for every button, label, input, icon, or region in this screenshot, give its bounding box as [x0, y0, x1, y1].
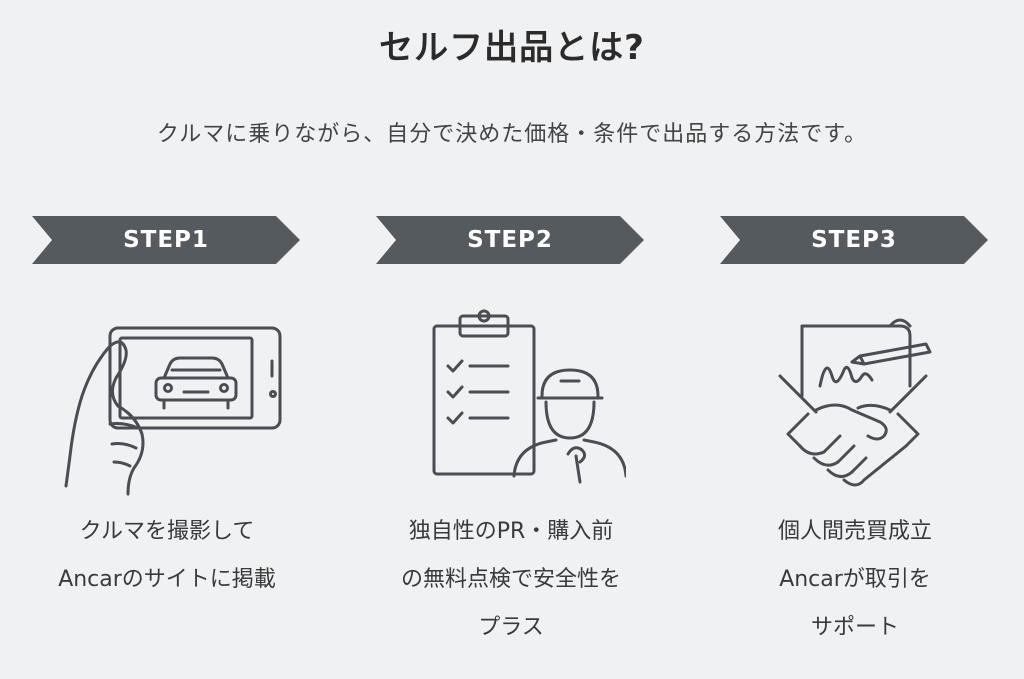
step-3-card: STEP3 [720, 216, 1020, 679]
step-2-banner: STEP2 [376, 216, 644, 264]
hand-phone-car-icon [52, 306, 282, 496]
step-banner-arrow-shape [720, 216, 988, 264]
step-3-description: 個人間売買成立 Ancarが取引を サポート [700, 508, 1010, 652]
step-1-line-2: Ancarのサイトに掲載 [58, 567, 276, 592]
step-2-line-3: プラス [478, 615, 544, 640]
step-3-label: STEP3 [811, 227, 897, 253]
step-3-line-2: Ancarが取引を [779, 567, 931, 592]
step-3-banner: STEP3 [720, 216, 988, 264]
handshake-contract-icon [740, 306, 970, 496]
step-2-description: 独自性のPR・購入前 の無料点検で安全性を プラス [356, 508, 666, 652]
step-2-card: STEP2 独自性のPR・購入前 [376, 216, 676, 679]
step-1-label: STEP1 [123, 227, 209, 253]
step-1-line-1: クルマを撮影して [79, 519, 255, 544]
step-banner-arrow-shape [32, 216, 300, 264]
step-2-line-2: の無料点検で安全性を [400, 567, 621, 592]
page-title: セルフ出品とは? [379, 28, 645, 68]
step-banner-arrow-shape [376, 216, 644, 264]
step-2-line-1: 独自性のPR・購入前 [408, 519, 614, 544]
step-3-line-1: 個人間売買成立 [777, 519, 932, 544]
clipboard-mechanic-icon [396, 306, 628, 496]
page-subtitle: クルマに乗りながら、自分で決めた価格・条件で出品する方法です。 [156, 122, 868, 147]
step-1-card: STEP1 クルマを撮影して Ancarのサイ [32, 216, 332, 679]
step-1-banner: STEP1 [32, 216, 300, 264]
step-2-label: STEP2 [467, 227, 553, 253]
step-3-line-3: サポート [810, 615, 899, 640]
step-1-description: クルマを撮影して Ancarのサイトに掲載 [12, 508, 322, 604]
